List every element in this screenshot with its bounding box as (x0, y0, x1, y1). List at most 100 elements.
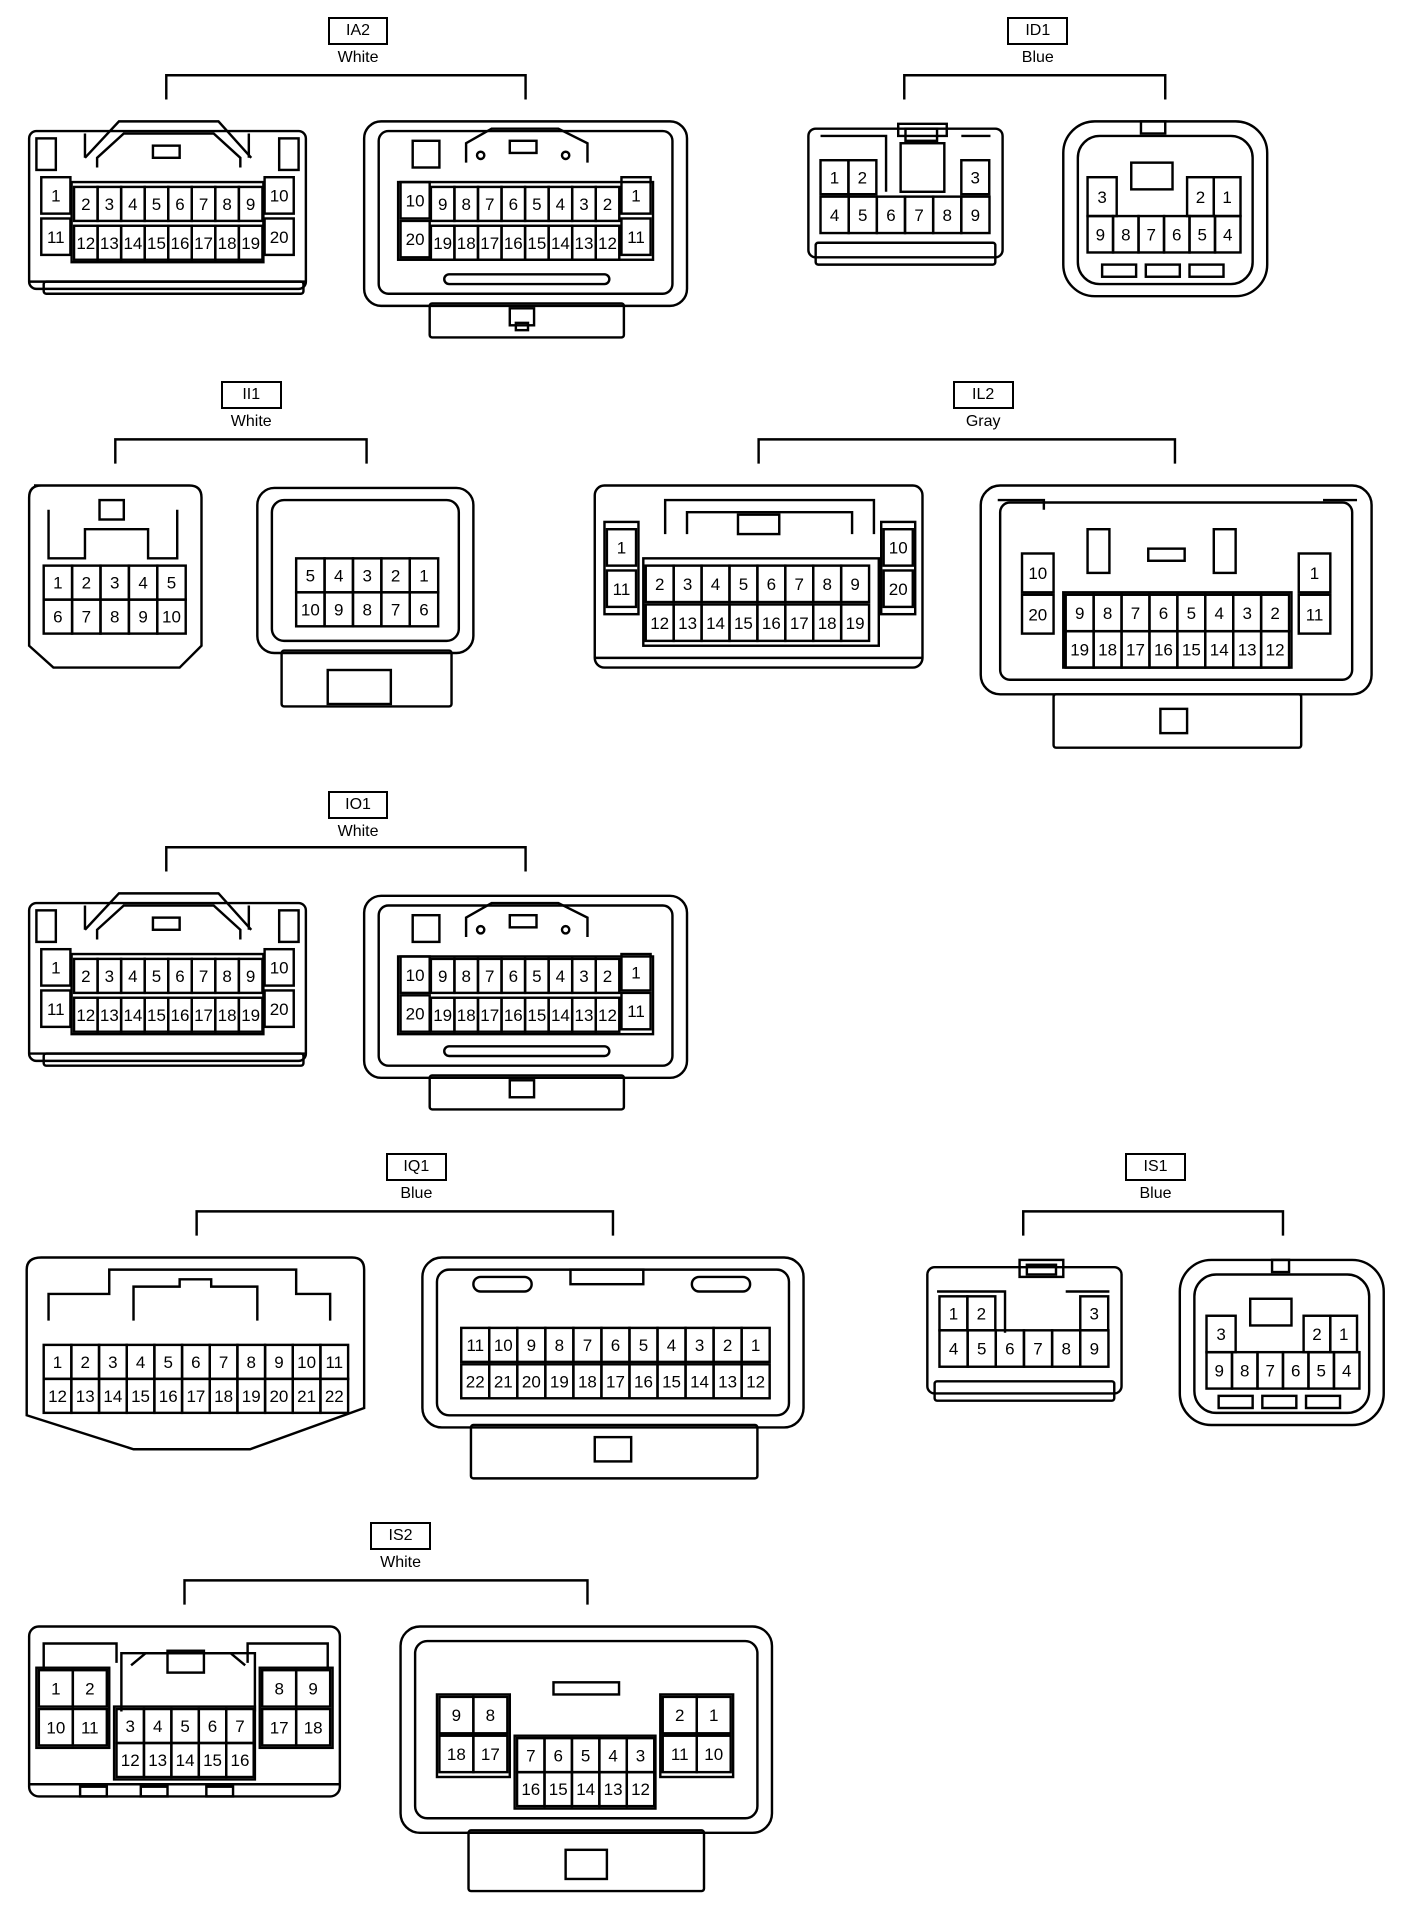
pin-number: 5 (167, 574, 176, 593)
pin-number: 19 (550, 1372, 569, 1391)
pin-number: 18 (457, 234, 476, 253)
pin-cell (408, 591, 440, 628)
pin-number: 8 (1240, 1361, 1249, 1380)
pin-number: 11 (81, 1718, 99, 1737)
pin-number: 13 (76, 1387, 95, 1406)
pin-number: 14 (551, 234, 570, 253)
pin-cell (237, 185, 264, 223)
pin-number: 3 (1242, 604, 1251, 623)
connector-housing (926, 1265, 1123, 1395)
top-lug (1139, 120, 1167, 135)
pin-number: 7 (583, 1336, 592, 1355)
connector-latch (1018, 1258, 1065, 1279)
connector-housing (27, 129, 308, 291)
pin-cell (620, 217, 652, 257)
pin-number: 16 (231, 1751, 250, 1770)
pin-cell (294, 1668, 332, 1708)
pin-number: 4 (1342, 1361, 1351, 1380)
guide-post (411, 913, 441, 944)
guide-post (1212, 528, 1237, 575)
pin-cell (605, 528, 638, 567)
connector-id-label: IQ1 (385, 1153, 447, 1181)
pin-number: 3 (1090, 1304, 1099, 1323)
pin-number: 5 (180, 1717, 189, 1736)
connector-lock-tab (428, 302, 626, 339)
pin-cell (740, 1363, 771, 1400)
pin-number: 1 (631, 187, 640, 206)
connector-color-label: White (337, 822, 379, 840)
pin-cavity-block (396, 955, 655, 1036)
pin-number: 17 (270, 1718, 289, 1737)
pin-number: 17 (480, 234, 499, 253)
pin-number: 10 (270, 187, 289, 206)
pin-number: 5 (532, 967, 541, 986)
pin-number: 10 (704, 1745, 723, 1764)
connector-latch-inner (95, 132, 242, 168)
pin-cell (263, 217, 295, 257)
pin-number: 9 (850, 575, 859, 594)
pin-cell (594, 996, 621, 1033)
pin-number: 7 (199, 967, 208, 986)
pin-number: 18 (578, 1372, 597, 1391)
connector-id-label: IO1 (327, 791, 389, 820)
pin-number: 6 (191, 1353, 200, 1372)
pin-number: 1 (631, 963, 640, 982)
connector-id-label: IS1 (1125, 1153, 1186, 1181)
pin-number: 16 (634, 1372, 653, 1391)
pin-number: 19 (433, 234, 452, 253)
connector-bracket (183, 1579, 589, 1605)
connector-bracket (195, 1210, 615, 1236)
connector-wall (42, 1642, 329, 1671)
pin-number: 6 (53, 608, 62, 627)
pin-number: 11 (325, 1353, 343, 1372)
pin-number: 10 (270, 959, 289, 978)
pin-number: 8 (461, 195, 470, 214)
pin-number: 7 (1033, 1340, 1042, 1359)
pin-number: 9 (274, 1353, 283, 1372)
side-pin-block (435, 1693, 512, 1779)
pin-number: 17 (790, 614, 809, 633)
pin-number: 5 (152, 195, 161, 214)
pin-cell (40, 947, 72, 987)
pin-number: 4 (711, 575, 720, 594)
connector-housing (362, 120, 689, 308)
pin-cell (399, 180, 431, 220)
pin-number: 12 (631, 1780, 650, 1799)
pin-number: 2 (675, 1706, 684, 1725)
connector-housing (256, 486, 475, 655)
pin-number: 8 (1121, 225, 1130, 244)
lock-slot (564, 1848, 609, 1881)
pin-number: 17 (480, 1006, 499, 1025)
pin-number: 6 (553, 1746, 562, 1765)
latch-slot (151, 916, 181, 931)
pin-cell (740, 1326, 771, 1364)
pin-number: 3 (579, 967, 588, 986)
bottom-lock (1188, 263, 1225, 278)
pin-number: 16 (159, 1387, 178, 1406)
pin-cell (1020, 593, 1055, 635)
bottom-lock (1304, 1394, 1342, 1410)
connector-latch-inner (685, 511, 854, 535)
pin-number: 5 (306, 566, 315, 585)
pin-cell (847, 159, 878, 196)
connector-housing (27, 901, 308, 1063)
pin-number: 2 (1270, 604, 1279, 623)
pin-number: 9 (308, 1680, 317, 1699)
pin-number: 15 (527, 234, 546, 253)
pin-number: 8 (274, 1680, 283, 1699)
connector-wall (997, 498, 1358, 510)
pin-number: 15 (734, 614, 753, 633)
key-pin (560, 924, 571, 935)
key-slot (1248, 1297, 1293, 1327)
pin-number: 21 (494, 1372, 513, 1391)
side-pin-block (35, 1666, 111, 1750)
pin-number: 7 (914, 206, 923, 225)
connector-latch (120, 1651, 257, 1712)
pin-number: 13 (148, 1751, 167, 1770)
pin-number: 13 (718, 1372, 737, 1391)
connector-housing (1062, 120, 1269, 298)
pin-number: 6 (509, 967, 518, 986)
pin-number: 17 (481, 1745, 500, 1764)
connector-inner-wall (377, 904, 674, 1067)
pin-number: 16 (504, 234, 523, 253)
